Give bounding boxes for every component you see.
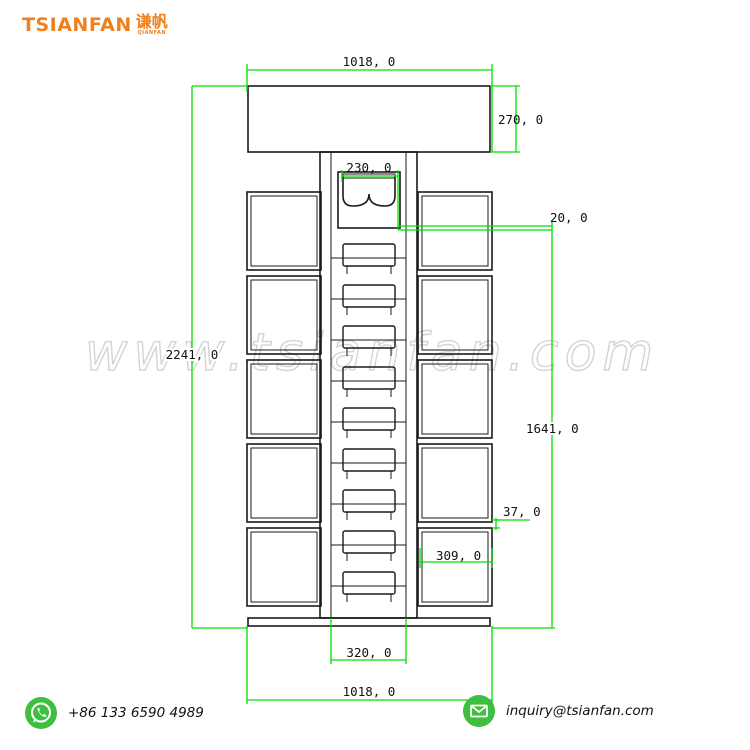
column-shelf-2 <box>342 284 396 308</box>
dim-gap: 20, 0 <box>550 210 588 225</box>
phone-contact[interactable]: +86 133 6590 4989 <box>24 696 204 730</box>
right-panel-inner-4 <box>421 447 489 519</box>
left-panel-3 <box>246 359 322 439</box>
base-plinth <box>247 617 491 627</box>
right-panel-4 <box>417 443 493 523</box>
column-shelf-3 <box>342 325 396 349</box>
left-panel-1 <box>246 191 322 271</box>
dim-header-height: 270, 0 <box>498 112 543 127</box>
column-shelves <box>331 243 406 602</box>
dim-column-width: 320, 0 <box>346 645 391 660</box>
left-panels <box>246 191 322 607</box>
left-panel-5 <box>246 527 322 607</box>
dim-overall-width-top: 1018, 0 <box>343 54 396 69</box>
column-shelf-6 <box>342 448 396 472</box>
left-panel-inner-5 <box>250 531 318 603</box>
brand-name: TSIANFAN <box>22 14 132 36</box>
right-panel-1 <box>417 191 493 271</box>
column-shelf-4 <box>342 366 396 390</box>
column-shelf-1 <box>342 243 396 267</box>
watermark: www.tsianfan.com <box>85 323 659 383</box>
envelope-icon <box>462 694 496 728</box>
brand-name-cn-text: 谦帆 <box>135 12 168 31</box>
brand-name-cn: 谦帆 QIANFAN <box>136 14 168 36</box>
column-shelf-5 <box>342 407 396 431</box>
right-panel-inner-3 <box>421 363 489 435</box>
dim-column-height: 1641, 0 <box>526 421 579 436</box>
right-panel-inner-1 <box>421 195 489 267</box>
column-shelf-8 <box>342 530 396 554</box>
central-column <box>319 151 418 619</box>
dimension-lines <box>191 64 555 704</box>
top-niche <box>337 171 401 229</box>
header-board <box>247 85 491 153</box>
dim-panel-width: 309, 0 <box>436 548 481 563</box>
left-panel-inner-3 <box>250 363 318 435</box>
right-panel-2 <box>417 275 493 355</box>
dim-overall-width-bottom: 1018, 0 <box>343 684 396 699</box>
right-panel-inner-5 <box>421 531 489 603</box>
column-shelf-7 <box>342 489 396 513</box>
left-panel-inner-2 <box>250 279 318 351</box>
brand-name-cn-sub: QIANFAN <box>137 30 167 36</box>
email-contact[interactable]: inquiry@tsianfan.com <box>462 694 654 728</box>
dim-overall-height: 2241, 0 <box>166 347 219 362</box>
right-panel-inner-2 <box>421 279 489 351</box>
whatsapp-icon <box>24 696 58 730</box>
left-panel-2 <box>246 275 322 355</box>
right-panels <box>417 191 493 607</box>
email-address[interactable]: inquiry@tsianfan.com <box>506 703 654 719</box>
right-panel-3 <box>417 359 493 439</box>
left-panel-inner-1 <box>250 195 318 267</box>
display-rack <box>247 85 491 627</box>
left-panel-inner-4 <box>250 447 318 519</box>
dim-panel-spacing: 37, 0 <box>503 504 541 519</box>
niche-hook <box>342 176 396 207</box>
dim-niche-width: 230, 0 <box>346 160 391 175</box>
brand-logo: TSIANFAN 谦帆 QIANFAN <box>22 10 168 40</box>
left-panel-4 <box>246 443 322 523</box>
column-shelf-9 <box>342 571 396 595</box>
right-panel-5 <box>417 527 493 607</box>
phone-number[interactable]: +86 133 6590 4989 <box>68 705 204 721</box>
